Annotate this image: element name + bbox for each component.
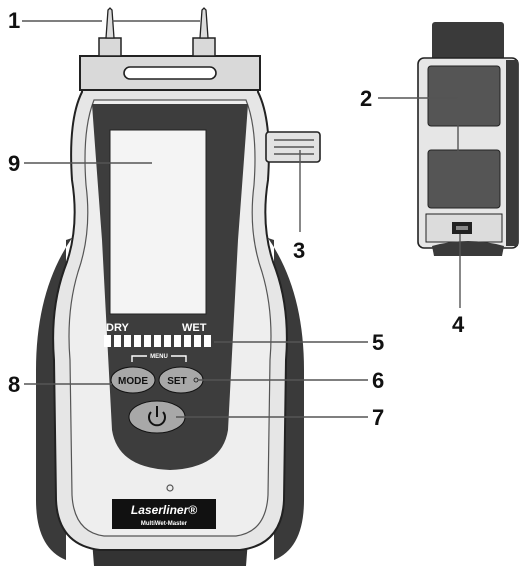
- scale-wet-label: WET: [182, 322, 207, 334]
- callout-7: 7: [372, 405, 384, 430]
- led-segment: [124, 335, 131, 347]
- set-button-label: SET: [167, 376, 186, 387]
- model-name: MultiWet-Master: [141, 521, 188, 527]
- callout-8: 8: [8, 372, 20, 397]
- mode-button-label: MODE: [118, 376, 148, 387]
- led-segment: [194, 335, 201, 347]
- probe-pin-left: [105, 7, 115, 39]
- callout-2: 2: [360, 86, 372, 111]
- menu-label: MENU: [150, 354, 168, 360]
- socket-icon: [452, 222, 472, 234]
- back-view: [417, 22, 519, 256]
- led-segment: [134, 335, 141, 347]
- cap-slot: [123, 66, 217, 80]
- probe-base-right: [192, 37, 216, 57]
- led-segment: [144, 335, 151, 347]
- callout-5: 5: [372, 330, 384, 355]
- callout-6: 6: [372, 368, 384, 393]
- callout-1: 1: [8, 8, 20, 33]
- status-led: [166, 484, 174, 492]
- back-pad-lower: [427, 149, 501, 209]
- scale-dry-label: DRY: [106, 322, 129, 334]
- brand-logo: Laserliner®: [131, 503, 197, 517]
- led-segment: [104, 335, 111, 347]
- back-top-cap: [432, 22, 504, 62]
- front-view: DRY WET MENU MODE SET: [36, 7, 321, 566]
- brand-badge: [112, 499, 216, 529]
- probe-pin-right: [199, 7, 209, 39]
- callout-numbers: 1 2 3 4 5 6 7 8 9: [8, 8, 465, 430]
- led-segment: [204, 335, 211, 347]
- led-segment: [174, 335, 181, 347]
- menu-label-bg: [147, 351, 171, 359]
- callout-4: 4: [452, 312, 465, 337]
- callout-9: 9: [8, 151, 20, 176]
- callout-3: 3: [293, 238, 305, 263]
- led-segment: [184, 335, 191, 347]
- power-icon: [148, 406, 166, 427]
- leader-lines: [22, 20, 461, 418]
- led-segment: [114, 335, 121, 347]
- back-side-rail: [506, 60, 518, 246]
- back-bottom-shadow: [432, 241, 504, 256]
- led-segment: [164, 335, 171, 347]
- probe-base-left: [98, 37, 122, 57]
- led-segment: [154, 335, 161, 347]
- moisture-led-bar: [104, 335, 211, 347]
- display-screen: [109, 129, 207, 315]
- back-pad-upper: [427, 65, 501, 127]
- mode-button[interactable]: MODE: [110, 366, 156, 394]
- set-button[interactable]: SET: [158, 366, 204, 394]
